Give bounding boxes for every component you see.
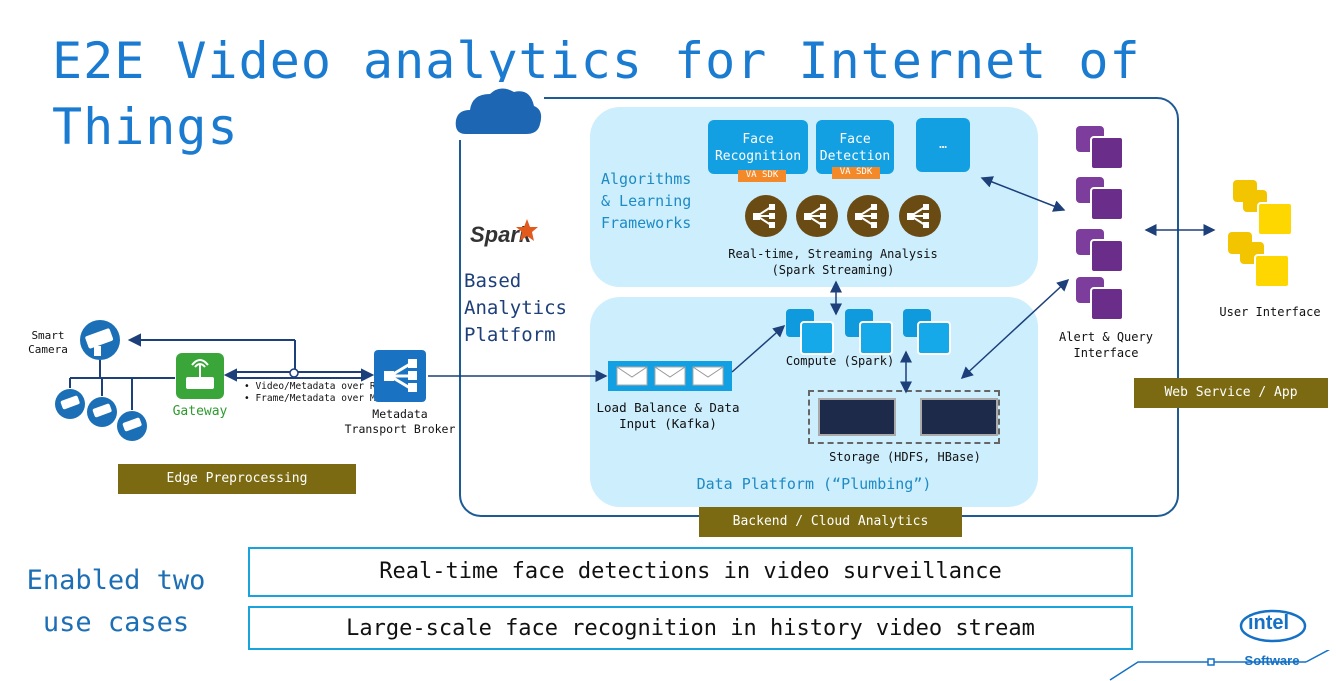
use-case-item: Large-scale face recognition in history … bbox=[248, 606, 1133, 650]
streaming-node-icon bbox=[744, 194, 788, 242]
gateway-router-icon bbox=[176, 353, 224, 399]
cloud-icon bbox=[452, 82, 544, 140]
edge-banner: Edge Preprocessing bbox=[118, 464, 356, 494]
spark-caption: Based Analytics Platform bbox=[464, 270, 567, 346]
streaming-node-icon bbox=[846, 194, 890, 242]
gateway-broker-link bbox=[224, 368, 374, 382]
face-detection-box: Face Detection bbox=[816, 120, 894, 174]
camera-network bbox=[55, 320, 296, 441]
more-algorithms-box: … bbox=[916, 118, 970, 172]
protocol-item: • Video/Metadata over RTSP bbox=[244, 381, 393, 392]
spark-star-icon bbox=[516, 219, 538, 241]
broker-label: Metadata Transport Broker bbox=[344, 407, 456, 436]
data-platform-label: Data Platform (“Plumbing”) bbox=[696, 475, 932, 493]
algorithms-label: Algorithms & Learning Frameworks bbox=[601, 170, 692, 232]
alert-node-icon bbox=[1076, 177, 1126, 221]
alert-node-icon bbox=[1076, 229, 1126, 273]
user-interface-icon bbox=[1233, 180, 1293, 236]
footer-decoration bbox=[1109, 650, 1331, 681]
software-label: Software bbox=[1244, 653, 1300, 668]
protocol-item: • Frame/Metadata over MQTT bbox=[244, 393, 393, 404]
face-recognition-box: Face Recognition bbox=[708, 120, 808, 174]
backend-banner: Backend / Cloud Analytics bbox=[699, 507, 962, 537]
server-icon bbox=[818, 398, 896, 436]
user-interface-label: User Interface bbox=[1219, 305, 1321, 319]
envelope-icon bbox=[616, 366, 724, 386]
compute-node-icon bbox=[786, 309, 836, 355]
streaming-node-icon bbox=[898, 194, 942, 242]
alert-node-icon bbox=[1076, 277, 1126, 321]
protocol-list: • Video/Metadata over RTSP • Frame/Metad… bbox=[244, 381, 393, 405]
page-title: E2E Video analytics for Internet of Thin… bbox=[52, 32, 1141, 156]
va-sdk-badge: VA SDK bbox=[738, 170, 786, 182]
web-service-banner: Web Service / App bbox=[1134, 378, 1328, 408]
streaming-node-icon bbox=[795, 194, 839, 242]
compute-node-icon bbox=[845, 309, 895, 355]
va-sdk-badge: VA SDK bbox=[832, 167, 880, 179]
alert-query-label: Alert & Query Interface bbox=[1059, 330, 1153, 360]
spark-logo: Spark bbox=[470, 222, 532, 247]
intel-logo-text: intel bbox=[1248, 612, 1290, 634]
load-balance-label: Load Balance & Data Input (Kafka) bbox=[596, 400, 740, 431]
user-interface-icon bbox=[1228, 232, 1290, 288]
compute-node-icon bbox=[903, 309, 953, 355]
gateway-label: Gateway bbox=[172, 404, 228, 419]
intel-logo-icon bbox=[1239, 609, 1307, 643]
alert-node-icon bbox=[1076, 126, 1126, 170]
server-icon bbox=[920, 398, 998, 436]
broker-icon bbox=[374, 350, 426, 402]
kafka-queue bbox=[608, 361, 732, 391]
use-case-item: Real-time face detections in video surve… bbox=[248, 547, 1133, 597]
use-cases-heading: Enabled two use cases bbox=[26, 565, 206, 638]
compute-label: Compute (Spark) bbox=[785, 354, 895, 368]
smart-camera-label: Smart Camera bbox=[28, 329, 68, 356]
storage-label: Storage (HDFS, HBase) bbox=[829, 450, 981, 464]
streaming-analysis-label: Real-time, Streaming Analysis (Spark Str… bbox=[728, 247, 938, 277]
